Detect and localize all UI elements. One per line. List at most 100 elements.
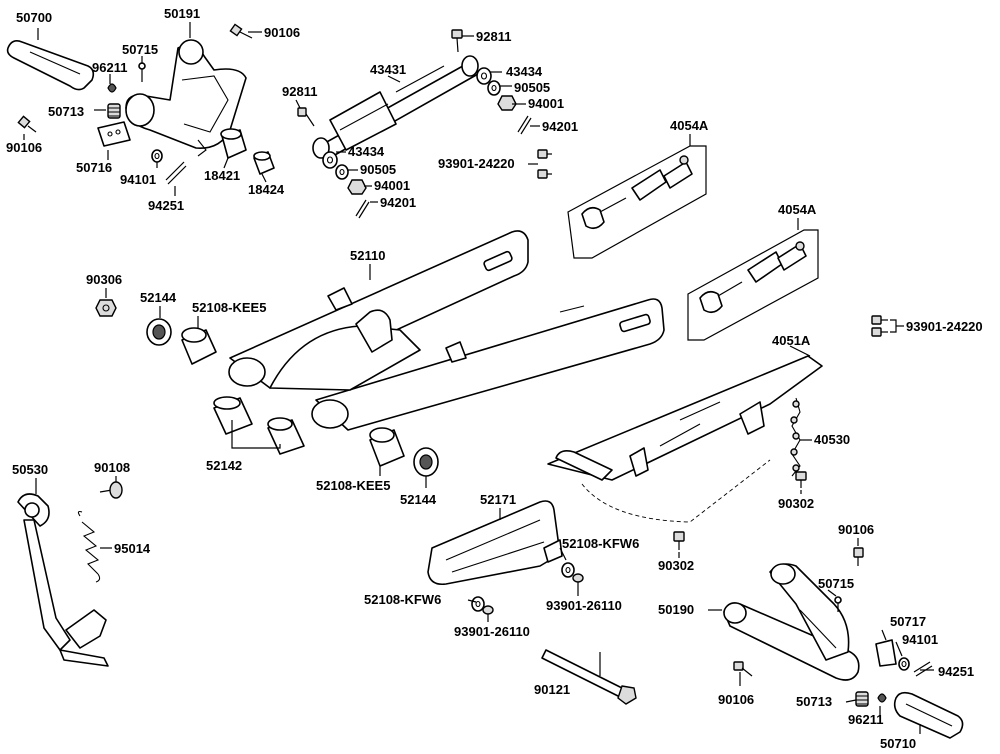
ball-96211-bottom [877, 693, 887, 703]
bushing-18421 [220, 128, 247, 159]
label-52108-KFW6-upper: 52108-KFW6 [562, 536, 639, 551]
leader-lines [23, 22, 934, 734]
label-52171: 52171 [480, 492, 516, 507]
bolt-90302-right [795, 471, 807, 488]
bolt-90106-right-bottom [733, 661, 753, 677]
nut-94001-right [497, 95, 517, 111]
label-90108: 90108 [94, 460, 130, 475]
swingarm-52110 [228, 230, 665, 431]
cotter-94201-right [517, 115, 532, 135]
seal-52144-right [413, 447, 439, 477]
bushing-52108-KEE5-right [369, 427, 405, 467]
adjuster-4054A-bottom-box [687, 229, 819, 341]
label-50700: 50700 [16, 10, 52, 25]
label-43434-left: 43434 [348, 144, 385, 159]
label-4054A-bottom: 4054A [778, 202, 817, 217]
label-95014: 95014 [114, 541, 151, 556]
collar-52142-pair [213, 396, 305, 455]
axle-bolt-90121 [541, 649, 637, 705]
label-93901-26110-upper: 93901-26110 [546, 598, 622, 613]
label-40530: 40530 [814, 432, 850, 447]
bolt-90302-middle [673, 531, 685, 550]
label-90302-right: 90302 [778, 496, 814, 511]
drive-chain-40530 [790, 397, 801, 477]
label-94001-right: 94001 [528, 96, 564, 111]
bracket-50190 [723, 563, 860, 681]
label-52108-KEE5-right: 52108-KEE5 [316, 478, 390, 493]
label-90306: 90306 [86, 272, 122, 287]
label-52108-KEE5-left: 52108-KEE5 [192, 300, 266, 315]
label-50191: 50191 [164, 6, 200, 21]
washer-43434-left [322, 151, 338, 169]
label-90106-right-top: 90106 [838, 522, 874, 537]
spring-95014 [77, 510, 101, 583]
label-43434-right: 43434 [506, 64, 543, 79]
collar-18424 [253, 151, 275, 175]
label-43431: 43431 [370, 62, 406, 77]
label-90121: 90121 [534, 682, 570, 697]
cotter-94251-top [165, 161, 187, 185]
label-18421: 18421 [204, 168, 240, 183]
ball-96211-top [107, 83, 117, 93]
label-94251-bottom: 94251 [938, 664, 974, 679]
bolt-92811-top [451, 29, 463, 53]
bolt-90108 [99, 481, 123, 499]
nut-90306 [95, 299, 117, 317]
spring-50713-bottom [855, 691, 869, 707]
screw-93901-26110-upper [572, 573, 584, 583]
cotter-94251-bottom [913, 661, 933, 677]
label-52144-left: 52144 [140, 290, 177, 305]
label-52144-right: 52144 [400, 492, 437, 507]
label-94201-right: 94201 [542, 119, 578, 134]
bracket-50191 [125, 39, 247, 157]
seal-52144-left [146, 318, 172, 346]
label-94001-left: 94001 [374, 178, 410, 193]
label-90106-left: 90106 [6, 140, 42, 155]
label-50717: 50717 [890, 614, 926, 629]
bolt-93901-24220-right [871, 315, 904, 337]
bushing-52108-KEE5-left [181, 327, 217, 365]
label-90302-middle: 90302 [658, 558, 694, 573]
label-50713-top: 50713 [48, 104, 84, 119]
washer-43434-right [476, 67, 492, 85]
label-94101-bottom: 94101 [902, 632, 938, 647]
bolt-90106-top [229, 23, 253, 39]
label-50530: 50530 [12, 462, 48, 477]
label-96211-bottom: 96211 [848, 712, 883, 727]
label-93901-24220-right: 93901-24220 [906, 319, 983, 334]
plate-50716 [97, 121, 131, 147]
label-52108-KFW6-lower: 52108-KFW6 [364, 592, 441, 607]
cotter-94201-left [355, 199, 370, 219]
label-93901-26110-lower: 93901-26110 [454, 624, 530, 639]
chain-slider-52171 [427, 500, 563, 586]
label-4051A: 4051A [772, 333, 811, 348]
bolt-90106-right-top [853, 547, 864, 566]
label-90505-left: 90505 [360, 162, 396, 177]
pin-50715-top [138, 62, 146, 82]
bolt-93901-24220-top [537, 149, 552, 179]
label-90106-right-bottom: 90106 [718, 692, 754, 707]
side-stand-50530 [17, 493, 109, 667]
part-labels: 50700 50191 90106 50715 96211 50713 9010… [6, 6, 983, 751]
label-90106-top: 90106 [264, 25, 300, 40]
label-90505-right: 90505 [514, 80, 550, 95]
label-96211-top: 96211 [92, 60, 127, 75]
label-50715-bottom: 50715 [818, 576, 854, 591]
bolt-90106-left [17, 115, 37, 133]
label-18424: 18424 [248, 182, 285, 197]
label-50710: 50710 [880, 736, 916, 751]
label-50713-bottom: 50713 [796, 694, 832, 709]
label-50190: 50190 [658, 602, 694, 617]
label-52142: 52142 [206, 458, 242, 473]
nut-94001-left [347, 179, 367, 195]
washer-90505-left [335, 164, 349, 180]
washer-94101-bottom [898, 657, 910, 671]
collar-52108-KFW6-upper [561, 562, 575, 578]
label-92811-top: 92811 [476, 29, 511, 44]
plate-50717 [875, 639, 897, 667]
label-50715-top: 50715 [122, 42, 158, 57]
footpeg-50700 [6, 40, 95, 91]
label-93901-24220-top: 93901-24220 [438, 156, 515, 171]
washer-94101-top [151, 149, 163, 163]
